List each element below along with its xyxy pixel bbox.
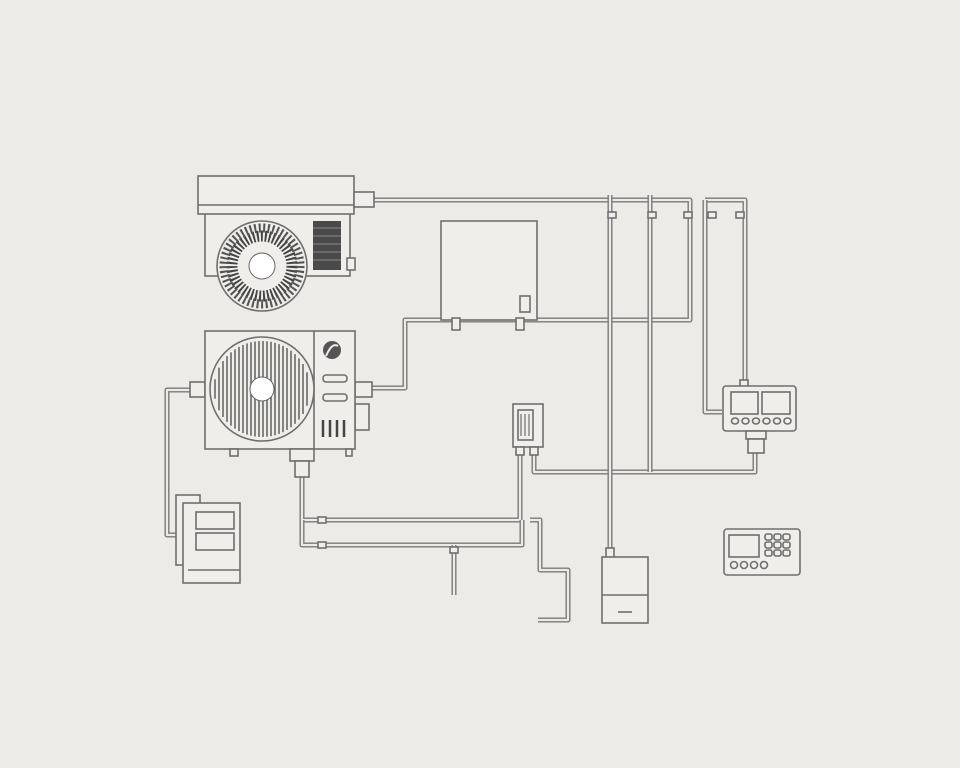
pipe <box>299 455 523 523</box>
panel-button[interactable] <box>730 417 740 425</box>
pipe <box>531 453 758 475</box>
pipe-fitting <box>449 546 459 554</box>
thermostat-button[interactable] <box>759 560 769 570</box>
panel-button[interactable] <box>783 417 792 425</box>
indoor-unit <box>197 175 375 312</box>
pipe-fitting <box>607 211 617 219</box>
pipe <box>702 200 722 415</box>
keypad-button[interactable] <box>764 541 773 549</box>
switch-icon <box>519 295 531 313</box>
meter-unit <box>175 494 241 584</box>
keypad-button[interactable] <box>782 533 791 541</box>
pipe <box>299 520 525 548</box>
outdoor-condenser <box>189 330 373 478</box>
pipe-fitting <box>647 211 657 219</box>
thermostat-button[interactable] <box>739 560 749 570</box>
disconnect-box <box>601 547 649 624</box>
panel-button[interactable] <box>772 417 782 425</box>
panel-button[interactable] <box>762 417 771 425</box>
brand-logo-icon <box>323 341 341 359</box>
keypad-button[interactable] <box>773 549 782 557</box>
pipe-fitting <box>735 211 745 219</box>
panel-button[interactable] <box>741 417 750 425</box>
refrigerant-pipes <box>164 195 758 623</box>
keypad-button[interactable] <box>773 541 782 549</box>
keypad-button[interactable] <box>773 533 782 541</box>
pipe-fitting <box>707 211 717 219</box>
air-handler-box <box>440 220 538 331</box>
pipe-fitting <box>317 516 327 524</box>
thermostat-button[interactable] <box>729 560 739 570</box>
sensor <box>512 403 544 456</box>
pipe-fitting <box>683 211 693 219</box>
pipe-fitting <box>317 541 327 549</box>
thermostat[interactable] <box>723 528 801 576</box>
control-panel[interactable] <box>722 379 797 454</box>
pipe <box>705 197 748 382</box>
keypad-button[interactable] <box>764 549 773 557</box>
keypad-button[interactable] <box>764 533 773 541</box>
thermostat-button[interactable] <box>749 560 759 570</box>
indoor-grille-icon <box>313 221 341 270</box>
keypad-button[interactable] <box>782 541 791 549</box>
keypad-button[interactable] <box>782 549 791 557</box>
panel-button[interactable] <box>751 417 761 425</box>
